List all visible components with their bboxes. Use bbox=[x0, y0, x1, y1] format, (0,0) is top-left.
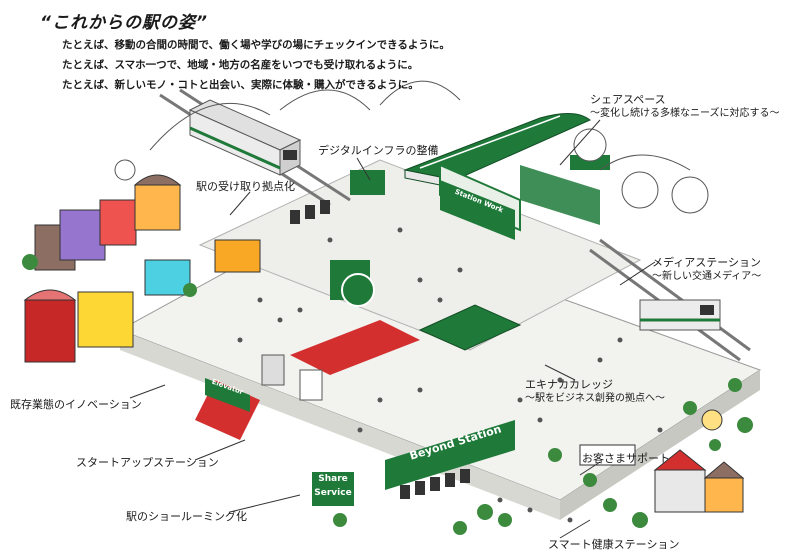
intro-line: たとえば、新しいモノ・コトと出会い、実際に体験・購入ができるように。 bbox=[62, 79, 419, 91]
page-title: “これからの駅の姿” bbox=[40, 13, 208, 33]
bubble-icon bbox=[671, 176, 709, 214]
callout-showrooming: 駅のショールーミング化 bbox=[126, 510, 247, 523]
floor-side-edge bbox=[560, 370, 760, 520]
callout-lines bbox=[129, 119, 656, 539]
callout-support: お客さまサポート bbox=[582, 452, 670, 465]
elevator-banner-bg bbox=[205, 378, 250, 412]
beyond-station-banner-bg bbox=[385, 420, 515, 490]
callout-innovation: 既存業態のイノベーション bbox=[10, 398, 142, 411]
callout-label: エキナカカレッジ bbox=[525, 378, 613, 391]
station-work-room bbox=[440, 180, 515, 240]
callout-startup: スタートアップステーション bbox=[76, 456, 219, 469]
train-icon bbox=[188, 99, 302, 176]
callout-label: シェアスペース bbox=[590, 93, 666, 106]
health-station-shop bbox=[653, 409, 745, 513]
share-service-sign-line2: Service bbox=[314, 488, 352, 498]
town-shops bbox=[23, 174, 261, 363]
intro-line: たとえば、スマホ一つで、地域・地方の名産をいつでも受け取れるように。 bbox=[62, 59, 419, 71]
floor-front-edge bbox=[120, 330, 560, 520]
callout-ekinaka-college: エキナカカレッジ 〜駅をビジネス創発の拠点へ〜 bbox=[525, 378, 665, 406]
callout-label: メディアステーション bbox=[652, 256, 762, 269]
person-icon bbox=[237, 227, 663, 523]
share-service-sign-bg bbox=[312, 472, 354, 506]
callout-sub: 〜新しい交通メディア〜 bbox=[652, 271, 762, 282]
ticket-gates bbox=[290, 200, 470, 499]
callout-sub: 〜駅をビジネス創発の拠点へ〜 bbox=[525, 393, 665, 404]
callout-health: スマート健康ステーション bbox=[548, 538, 680, 551]
callout-share-space: シェアスペース 〜変化し続ける多様なニーズに対応する〜 bbox=[590, 93, 780, 121]
bubble-icon bbox=[621, 171, 659, 209]
intro-line: たとえば、移動の合間の時間で、働く場や学びの場にチェックインできるように。 bbox=[62, 39, 450, 51]
train-icon bbox=[639, 299, 721, 331]
tree-icon bbox=[22, 254, 753, 535]
support-booth bbox=[579, 444, 636, 466]
bubble-icon bbox=[114, 159, 136, 181]
cloud-icon bbox=[149, 80, 691, 171]
callout-sub: 〜変化し続ける多様なニーズに対応する〜 bbox=[590, 108, 780, 119]
callout-digital-infra: デジタルインフラの整備 bbox=[318, 144, 439, 157]
callout-media-station: メディアステーション 〜新しい交通メディア〜 bbox=[652, 256, 761, 284]
bubble-icon bbox=[573, 128, 607, 162]
callout-pickup: 駅の受け取り拠点化 bbox=[196, 180, 295, 193]
share-service-sign-line1: Share bbox=[318, 474, 348, 484]
